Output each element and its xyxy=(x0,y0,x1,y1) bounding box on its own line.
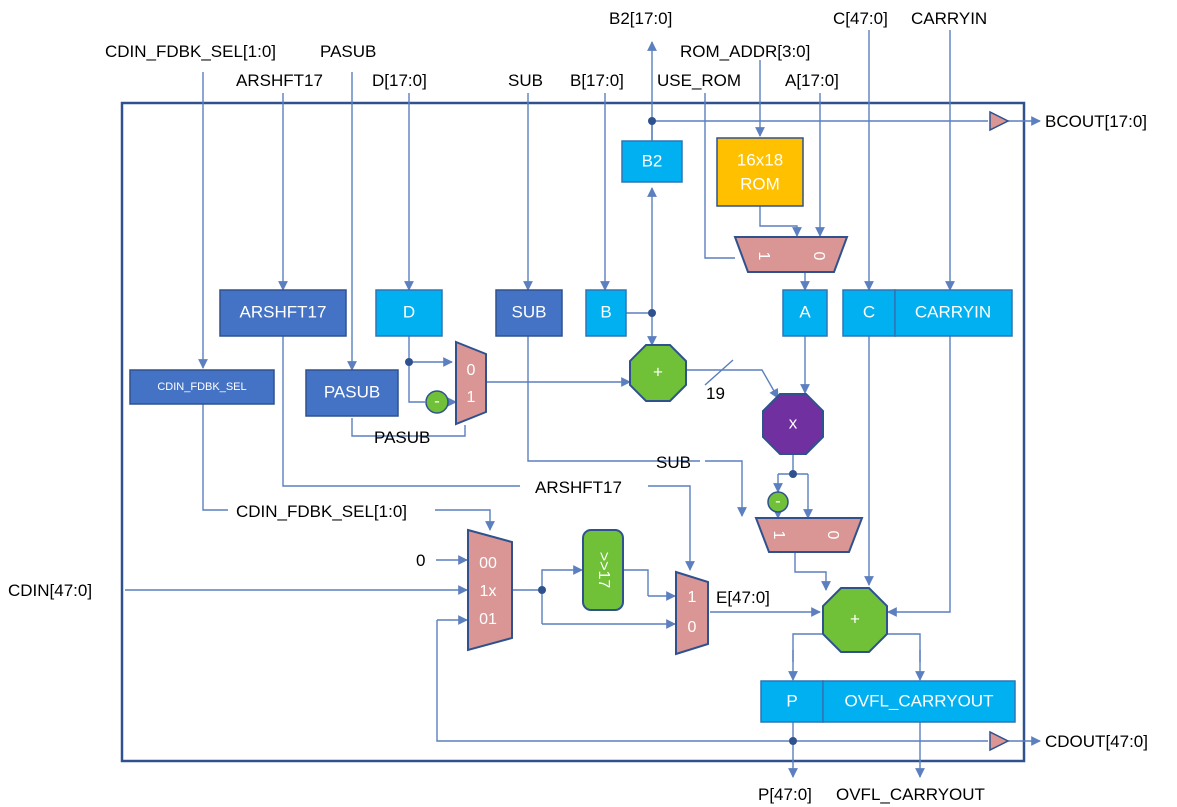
rom-block: 16x18 ROM xyxy=(716,137,804,207)
svg-text:00: 00 xyxy=(479,555,497,572)
register-b2: B2 xyxy=(621,140,683,183)
pre-mux: 0 1 xyxy=(455,340,487,426)
post-adder: + xyxy=(822,587,888,653)
svg-text:1: 1 xyxy=(770,531,787,540)
svg-text:0: 0 xyxy=(688,619,697,636)
label-b-in: B[17:0] xyxy=(570,71,624,90)
label-pasub-internal: PASUB xyxy=(374,428,430,447)
label-use-rom: USE_ROM xyxy=(657,71,741,90)
svg-text:CDIN_FDBK_SEL: CDIN_FDBK_SEL xyxy=(157,381,246,393)
svg-text:A: A xyxy=(799,302,811,321)
label-zero: 0 xyxy=(416,551,425,570)
label-cdin-fdbk-sel-internal: CDIN_FDBK_SEL[1:0] xyxy=(236,502,407,521)
svg-text:-: - xyxy=(434,391,440,410)
register-sub: SUB xyxy=(495,289,563,337)
cdout-buffer-icon xyxy=(989,730,1010,752)
label-pasub-in: PASUB xyxy=(320,42,376,61)
cdin-mux: 00 1x 01 xyxy=(467,528,513,652)
svg-text:1: 1 xyxy=(755,252,772,261)
pre-adder: + xyxy=(629,344,687,402)
label-arshft17-internal: ARSHFT17 xyxy=(535,478,622,497)
label-b2-out: B2[17:0] xyxy=(609,9,672,28)
external-labels: B2[17:0] CDIN_FDBK_SEL[1:0] PASUB ROM_AD… xyxy=(8,9,1148,804)
register-arshft17: ARSHFT17 xyxy=(219,289,347,337)
svg-text:>>17: >>17 xyxy=(595,552,612,589)
register-pasub: PASUB xyxy=(305,369,399,417)
sub-mux: 1 0 xyxy=(754,517,864,553)
label-c-in: C[47:0] xyxy=(833,9,888,28)
svg-text:ROM: ROM xyxy=(740,174,780,193)
label-d-in: D[17:0] xyxy=(372,71,427,90)
svg-text:1: 1 xyxy=(688,589,697,606)
label-rom-addr: ROM_ADDR[3:0] xyxy=(680,42,810,61)
svg-text:CARRYIN: CARRYIN xyxy=(915,302,991,321)
label-e-bus: E[47:0] xyxy=(716,588,770,607)
svg-text:01: 01 xyxy=(479,611,497,628)
bcout-buffer-icon xyxy=(989,110,1010,132)
svg-text:+: + xyxy=(850,609,860,628)
shifter-block: >>17 xyxy=(582,529,624,611)
label-cdin-fdbk-sel: CDIN_FDBK_SEL[1:0] xyxy=(105,42,276,61)
label-sub-in: SUB xyxy=(508,71,543,90)
label-bcout: BCOUT[17:0] xyxy=(1045,112,1147,131)
label-cdin: CDIN[47:0] xyxy=(8,581,92,600)
svg-text:B2: B2 xyxy=(642,151,663,170)
svg-text:B: B xyxy=(600,302,611,321)
svg-text:x: x xyxy=(789,413,798,432)
label-p-out: P[47:0] xyxy=(758,785,812,804)
register-carryin: CARRYIN xyxy=(894,289,1013,337)
register-c: C xyxy=(842,289,896,337)
rom-mux: 1 0 xyxy=(733,236,849,273)
svg-text:0: 0 xyxy=(824,531,841,540)
svg-text:C: C xyxy=(863,302,875,321)
svg-text:SUB: SUB xyxy=(512,302,547,321)
wires xyxy=(125,30,1041,778)
svg-text:D: D xyxy=(403,302,415,321)
svg-text:0: 0 xyxy=(810,252,827,261)
svg-text:PASUB: PASUB xyxy=(324,382,380,401)
label-arshft17-in: ARSHFT17 xyxy=(236,71,323,90)
block-outline xyxy=(120,101,1026,763)
internal-labels: PASUB SUB ARSHFT17 CDIN_FDBK_SEL[1:0] 0 … xyxy=(236,384,770,607)
svg-text:P: P xyxy=(786,691,797,710)
svg-text:1x: 1x xyxy=(480,583,497,600)
svg-text:+: + xyxy=(653,362,663,381)
svg-text:ARSHFT17: ARSHFT17 xyxy=(240,302,327,321)
label-carryin-in: CARRYIN xyxy=(911,9,987,28)
register-a: A xyxy=(782,289,828,337)
shift-mux: 1 0 xyxy=(675,570,709,656)
svg-text:OVFL_CARRYOUT: OVFL_CARRYOUT xyxy=(845,691,994,710)
negate-circle-pre: - xyxy=(425,390,449,414)
svg-text:-: - xyxy=(775,491,781,510)
negate-circle-post: - xyxy=(767,491,789,513)
register-d: D xyxy=(375,289,443,337)
svg-text:1: 1 xyxy=(467,389,476,406)
register-cdin-fdbk-sel: CDIN_FDBK_SEL xyxy=(129,369,275,405)
label-cdout: CDOUT[47:0] xyxy=(1045,732,1148,751)
svg-text:0: 0 xyxy=(467,362,476,379)
label-sub-internal: SUB xyxy=(656,453,691,472)
label-width-19: 19 xyxy=(706,384,725,403)
register-ovfl-carryout: OVFL_CARRYOUT xyxy=(822,680,1016,723)
register-b: B xyxy=(585,289,627,337)
label-ovfl-carryout-out: OVFL_CARRYOUT xyxy=(836,785,985,804)
label-a-in: A[17:0] xyxy=(785,71,839,90)
multiplier: x xyxy=(762,393,824,455)
svg-text:16x18: 16x18 xyxy=(737,150,783,169)
register-p: P xyxy=(760,680,824,723)
